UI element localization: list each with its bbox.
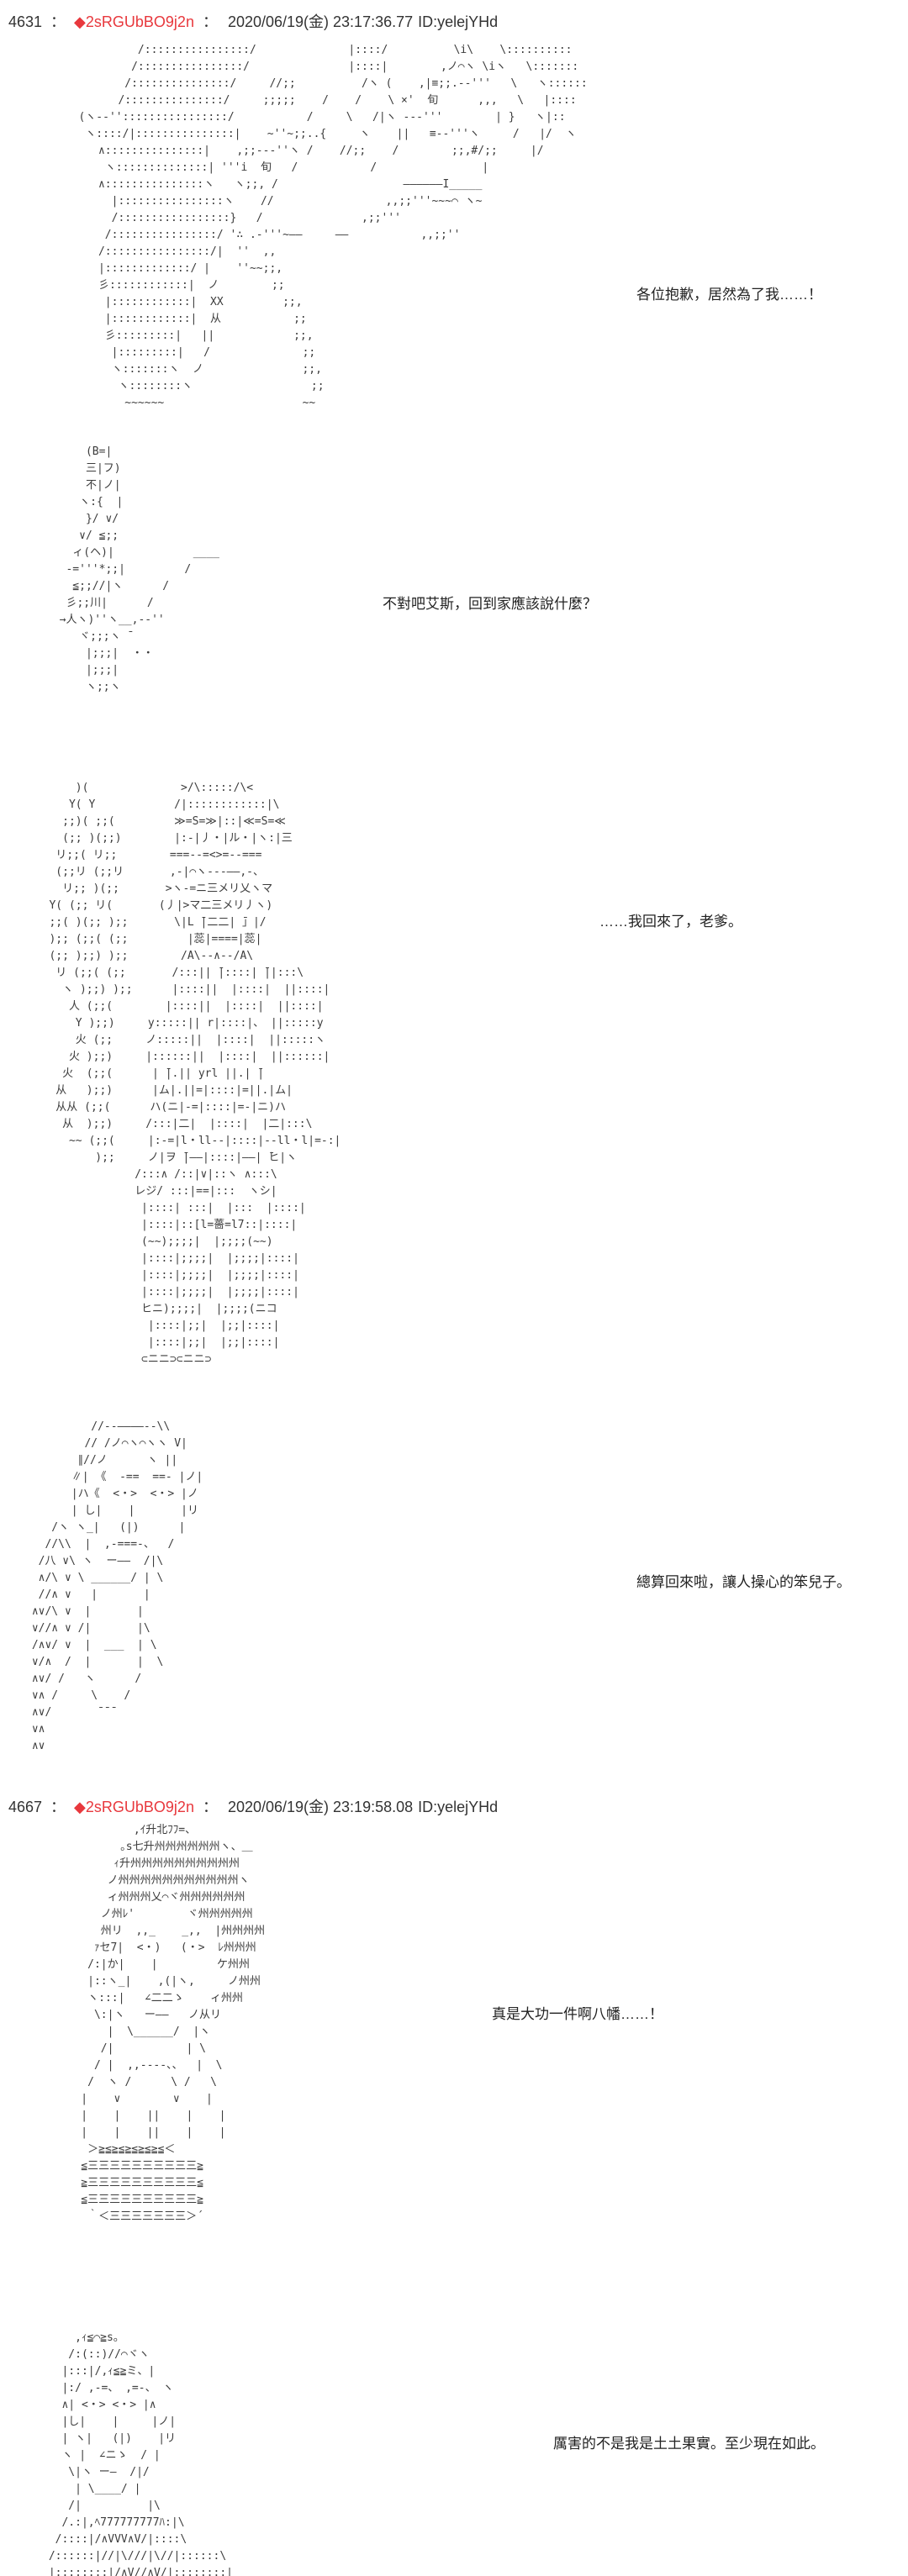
separator: ： (202, 1799, 218, 1815)
post-id: ID:yelejYHd (418, 13, 499, 30)
dialogue-what-to-say: 不對吧艾斯，回到家應該說什麼？ (383, 596, 597, 612)
ascii-art-father-face: //--――――--\\ // /ノ⌒ヽ⌒ヽヽ V| ∥//ノ ヽ || ∥| … (31, 1420, 203, 1752)
ascii-art-standing-figure-with-flames: )( >/\:::::/\< Y( Y /|::::::::::::|\ ;;)… (49, 782, 341, 1366)
post-header-4667: 4667 ： ◆2sRGUbBO9j2n ： 2020/06/19(金) 23:19:5… (8, 1795, 498, 1817)
separator: ： (202, 13, 218, 30)
post-number: 4631 (8, 13, 43, 30)
separator: ： (50, 13, 66, 30)
tripcode: ◆2sRGUbBO9j2n (74, 13, 194, 30)
dialogue-not-me-fruit: 厲害的不是我是土土果實。至少現在如此。 (553, 2436, 825, 2452)
post-id: ID:yelejYHd (418, 1799, 499, 1815)
post-datetime: 2020/06/19(金) 23:19:58.08 (227, 1799, 414, 1815)
dialogue-great-deed: 真是大功一件啊八幡……！ (492, 2006, 663, 2022)
post-datetime: 2020/06/19(金) 23:17:36.77 (227, 13, 414, 30)
dialogue-im-home: ……我回來了，老爹。 (599, 914, 742, 930)
dialogue-apology: 各位抱歉，居然為了我……！ (636, 287, 822, 303)
ascii-art-father-and-son: /::::::::::::::::/ |::::/ \i\ \:::::::::… (78, 44, 588, 409)
ascii-art-hachiman-face: ,ｨ≦⌒≧s。 /:(::)//⌒ヾヽ |:::|/,ｨ≦≧ミ、| |:/ ,-… (48, 2331, 233, 2576)
post-header-4631: 4631 ： ◆2sRGUbBO9j2n ： 2020/06/19(金) 23:17:3… (8, 10, 498, 32)
dialogue-welcome-back: 總算回來啦，讓人操心的笨兒子。 (636, 1574, 851, 1590)
ascii-art-ace-profile: (B=| 三|フ) 不|ノ| ヽ:{ | }/ ∨/ ∨/ ≦;; ィ(ヘ)| … (59, 445, 220, 693)
post-number: 4667 (8, 1799, 43, 1815)
ascii-art-garp-face: ,ｲ升北ﾌﾌ=、 ｡s七升州州州州州州ヽ、＿ ｨ升州州州州州州州州州州 ノ州州州… (81, 1824, 266, 2223)
tripcode: ◆2sRGUbBO9j2n (74, 1799, 194, 1815)
separator: ： (50, 1799, 66, 1815)
